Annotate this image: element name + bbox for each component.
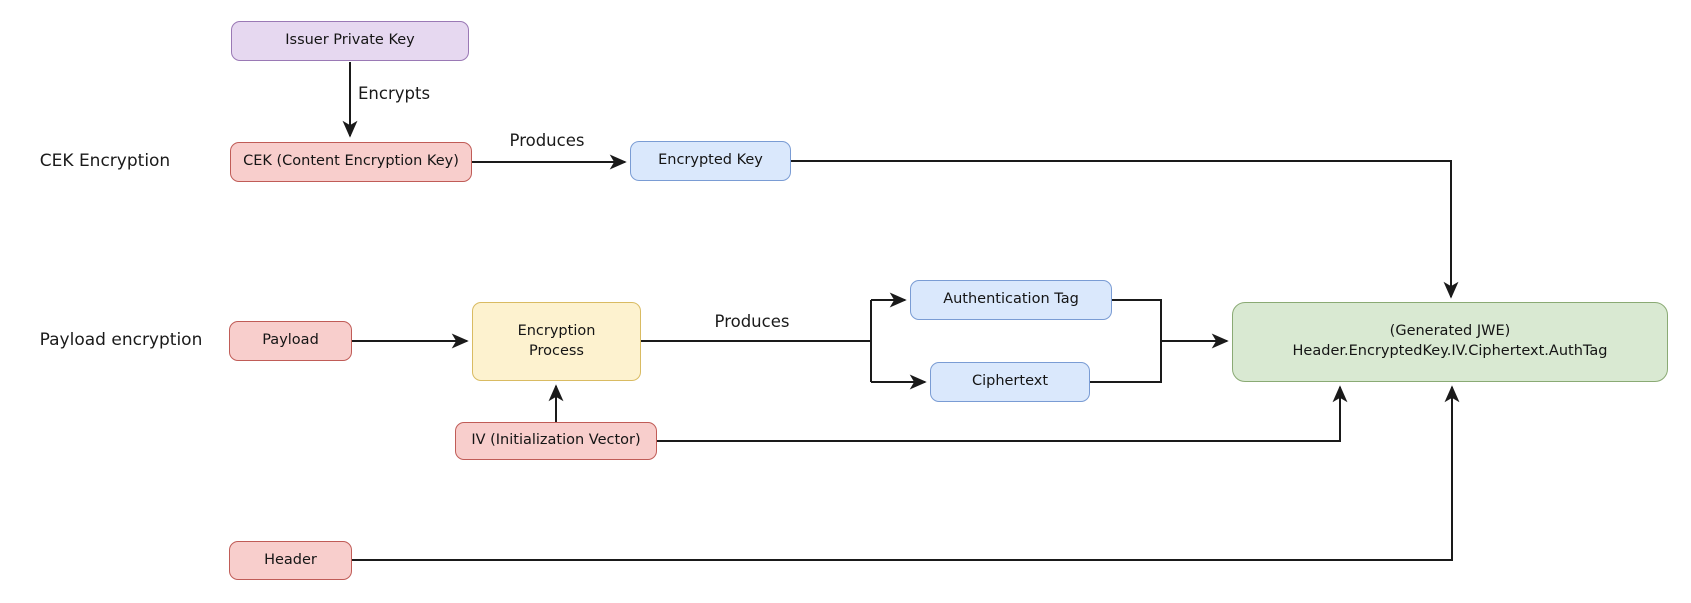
node-generated-jwe: (Generated JWE) Header.EncryptedKey.IV.C… [1232, 302, 1668, 382]
node-cek-label: CEK (Content Encryption Key) [243, 153, 459, 170]
row-label-payload-encryption: Payload encryption [39, 330, 203, 350]
node-cek: CEK (Content Encryption Key) [230, 142, 472, 182]
edge-produces-split-trunk [641, 300, 872, 382]
edge-label-produces-payload: Produces [705, 312, 799, 331]
node-authentication-tag-label: Authentication Tag [943, 291, 1079, 308]
edge-iv-to-jwe [657, 385, 1348, 442]
node-encrypted-key: Encrypted Key [630, 141, 791, 181]
node-issuer-private-key-label: Issuer Private Key [285, 32, 415, 49]
node-iv-label: IV (Initialization Vector) [471, 432, 641, 449]
node-payload: Payload [229, 321, 352, 361]
node-ciphertext: Ciphertext [930, 362, 1090, 402]
edge-encrypted-key-to-jwe [791, 160, 1459, 299]
row-label-cek-encryption: CEK Encryption [39, 151, 171, 171]
node-iv: IV (Initialization Vector) [455, 422, 657, 460]
node-encryption-process: Encryption Process [472, 302, 641, 381]
node-ciphertext-label: Ciphertext [971, 373, 1049, 390]
node-header-label: Header [264, 551, 317, 568]
node-encrypted-key-label: Encrypted Key [658, 152, 763, 169]
node-encryption-process-label: Encryption Process [517, 322, 596, 359]
node-header: Header [229, 541, 352, 580]
edge-label-produces-cek: Produces [500, 131, 594, 150]
node-payload-label: Payload [262, 332, 319, 349]
node-issuer-private-key: Issuer Private Key [231, 21, 469, 61]
node-authentication-tag: Authentication Tag [910, 280, 1112, 320]
node-generated-jwe-label: (Generated JWE) Header.EncryptedKey.IV.C… [1292, 323, 1608, 359]
edge-header-to-jwe [352, 385, 1460, 561]
edge-label-encrypts: Encrypts [356, 84, 433, 103]
